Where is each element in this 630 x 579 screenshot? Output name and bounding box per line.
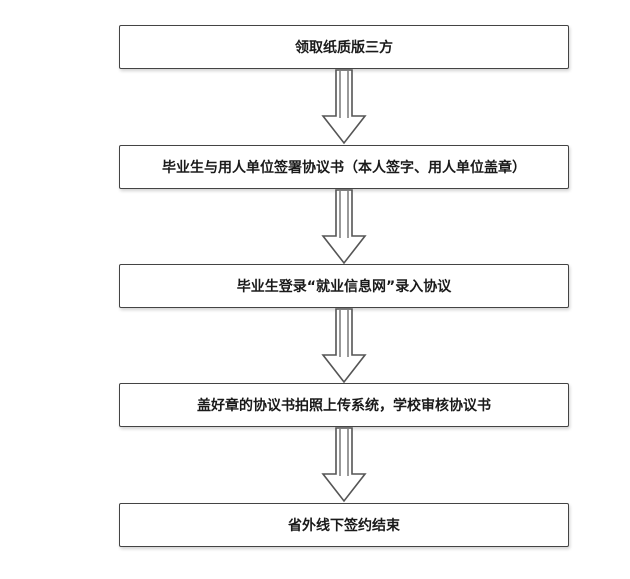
step-3-box: 毕业生登录“就业信息网”录入协议: [119, 264, 569, 308]
down-arrow-2: [321, 189, 367, 265]
step-1-label: 领取纸质版三方: [295, 40, 393, 56]
down-arrow-3: [321, 308, 367, 384]
step-4-box: 盖好章的协议书拍照上传系统，学校审核协议书: [119, 383, 569, 427]
down-arrow-4: [321, 427, 367, 503]
step-5-label: 省外线下签约结束: [288, 518, 400, 534]
step-3-label: 毕业生登录“就业信息网”录入协议: [236, 279, 452, 295]
step-2-label: 毕业生与用人单位签署协议书（本人签字、用人单位盖章）: [162, 160, 526, 176]
down-arrow-1: [321, 69, 367, 145]
step-1-box: 领取纸质版三方: [119, 25, 569, 69]
step-4-label: 盖好章的协议书拍照上传系统，学校审核协议书: [197, 398, 491, 414]
step-5-box: 省外线下签约结束: [119, 503, 569, 547]
step-2-box: 毕业生与用人单位签署协议书（本人签字、用人单位盖章）: [119, 145, 569, 189]
